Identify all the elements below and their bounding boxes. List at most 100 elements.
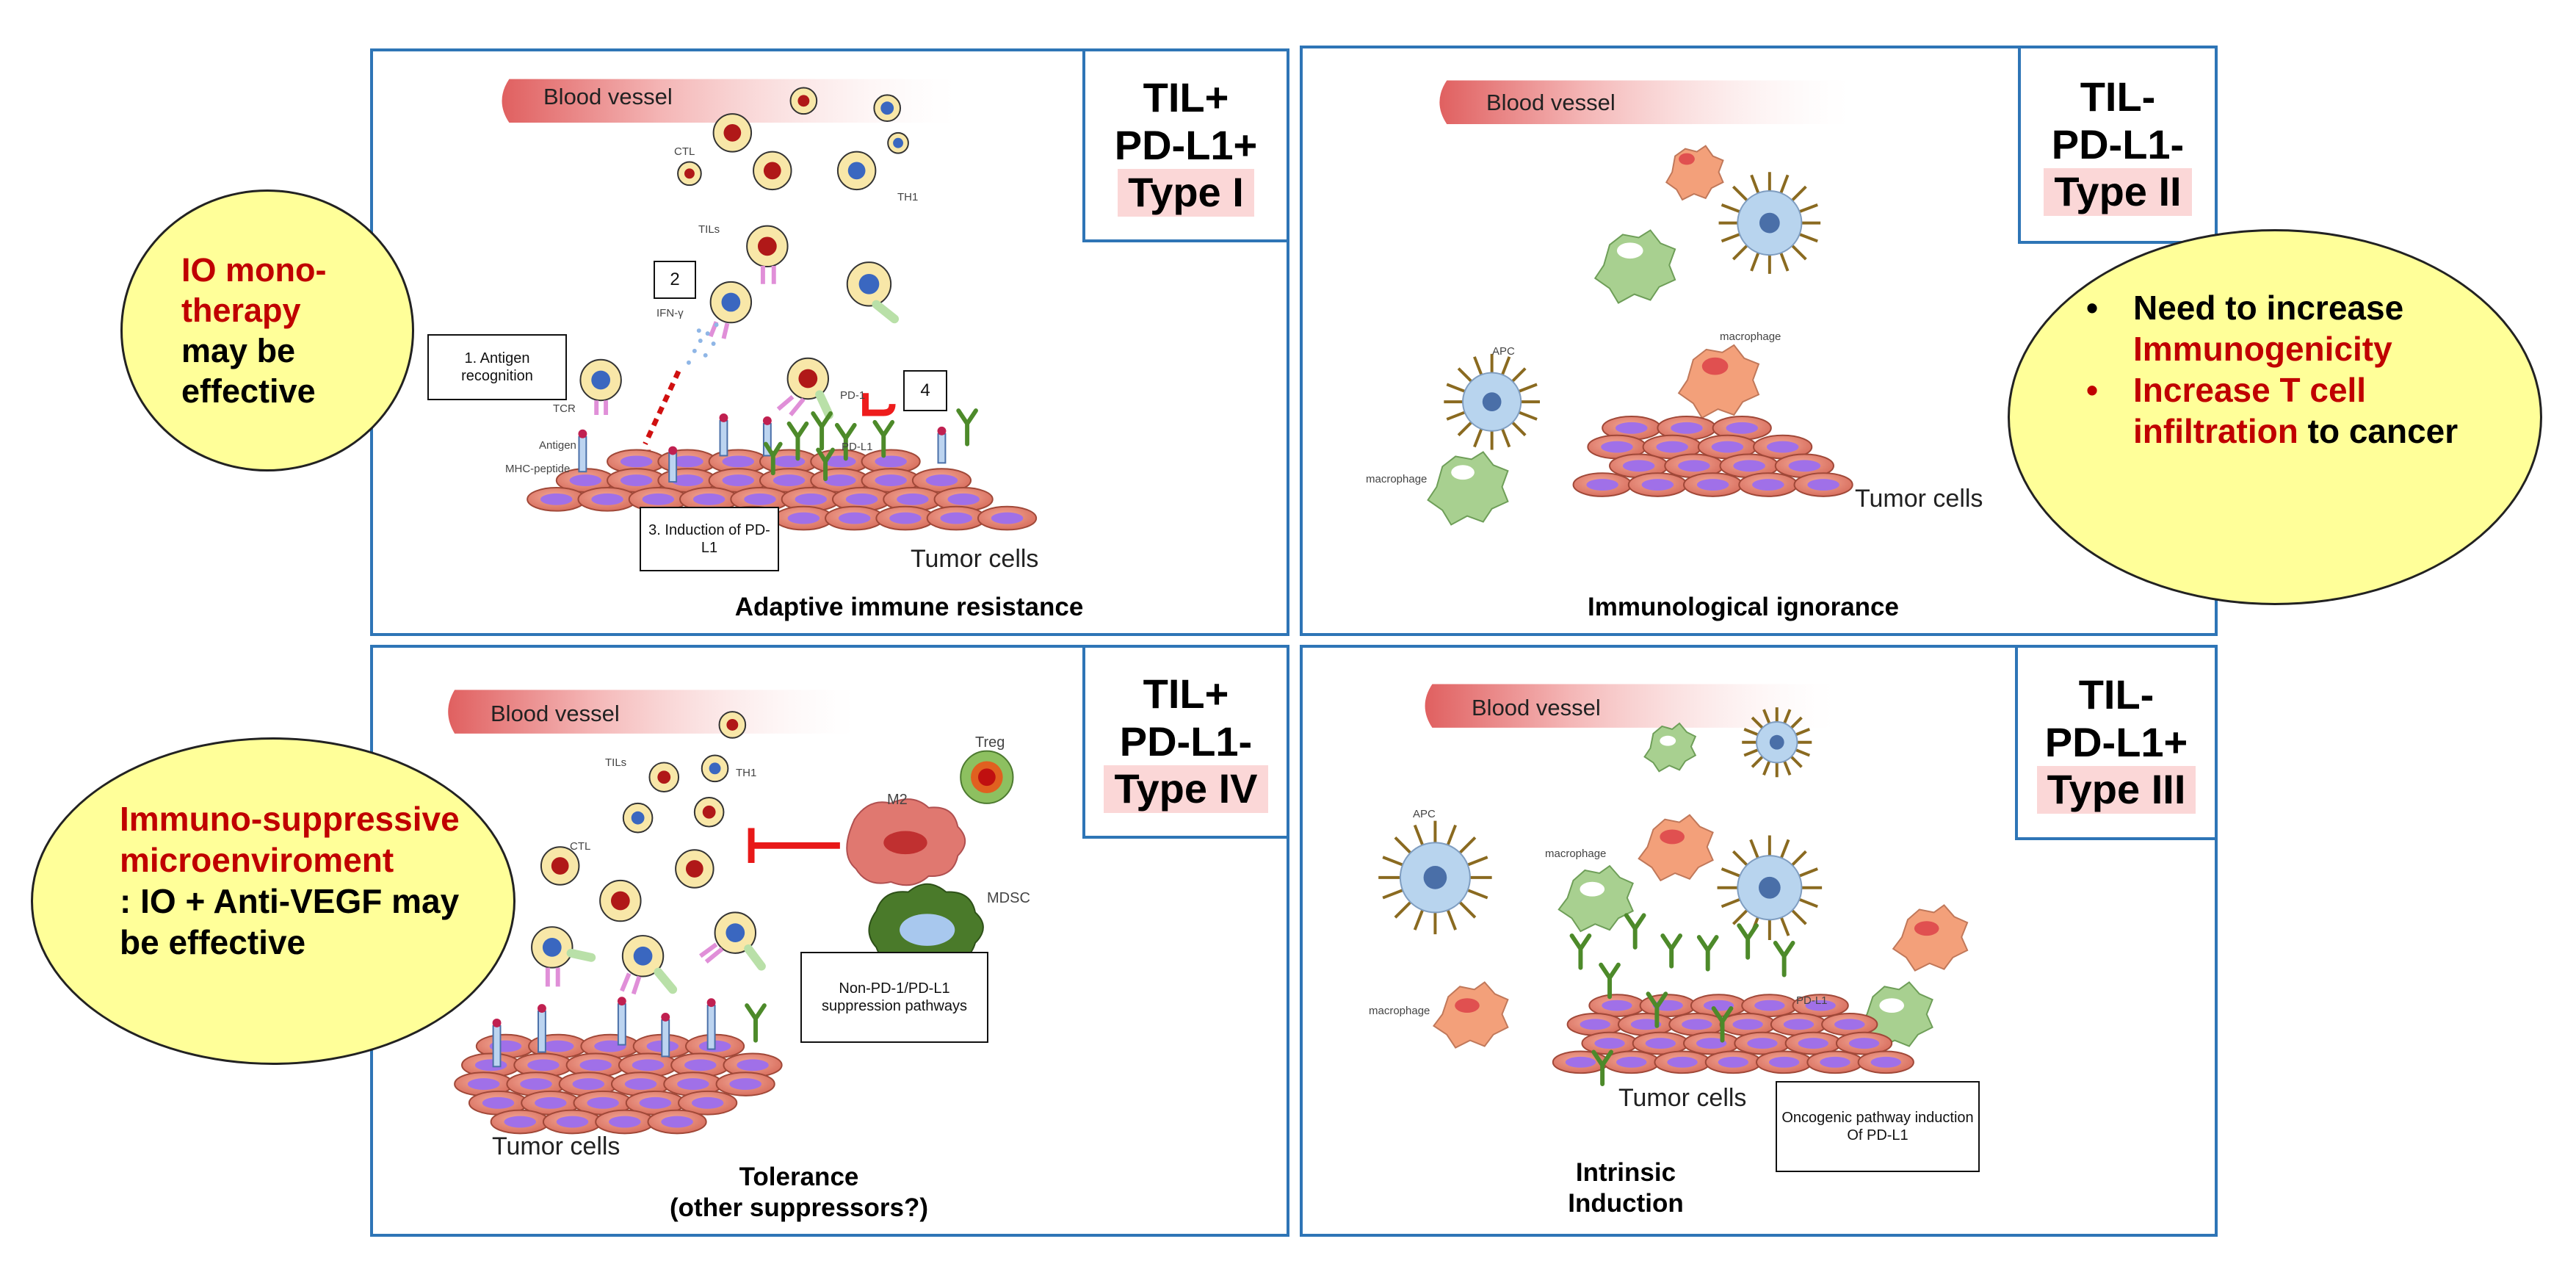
tumor-nucleus [1766, 441, 1799, 453]
tumor-nucleus [1696, 479, 1729, 491]
type-pdl1: PD-L1- [2051, 120, 2185, 167]
macrophage-label-1: macrophage [1545, 848, 1607, 860]
tumor-nucleus [692, 493, 726, 505]
tumor-nucleus [1752, 479, 1784, 491]
tumor-nucleus [737, 1059, 769, 1072]
tils-label: TILs [605, 756, 627, 769]
tumor-nucleus [1805, 1000, 1836, 1011]
tumor-nucleus [541, 1040, 574, 1052]
tumor-nucleus [684, 1059, 717, 1072]
tumor-cells-label: Tumor cells [1618, 1084, 1747, 1112]
callout-io-red-text: IO mono-therapy [181, 251, 327, 329]
tumor-nucleus [1711, 441, 1744, 453]
blood-vessel-label: Blood vessel [491, 701, 620, 726]
tumor-nucleus [587, 1096, 619, 1109]
type-til: TIL+ [1143, 670, 1229, 717]
tumor-nucleus [1594, 1038, 1625, 1049]
panel-type-2-illustration [1427, 80, 1853, 526]
tumor-nucleus [527, 1059, 560, 1072]
tumor-nucleus [1586, 479, 1618, 491]
tumor-nucleus [520, 1078, 552, 1090]
panel-type-3-illustration [1378, 684, 1969, 1087]
tumor-nucleus [1671, 422, 1703, 434]
tumor-nucleus [1747, 1038, 1778, 1049]
ifn-label: IFN-γ [656, 307, 684, 319]
panel-type-1: Blood vessel CTL TILs TH1 IFN-γ TCR Anti… [370, 48, 1289, 636]
type-number: Type III [2036, 766, 2196, 814]
tumor-nucleus [1820, 1056, 1850, 1068]
tumor-nucleus [474, 1059, 507, 1072]
macrophage-label-2: macrophage [1366, 473, 1428, 485]
tumor-nucleus [1645, 1038, 1676, 1049]
tumor-nucleus [1718, 1056, 1749, 1068]
tumor-nucleus [569, 474, 602, 487]
tumor-nucleus [1732, 1019, 1763, 1030]
tumor-nucleus [773, 455, 806, 468]
tumor-nucleus [875, 474, 907, 487]
tumor-nucleus [845, 493, 878, 505]
tumor-nucleus [535, 1096, 567, 1109]
type-label-box: TIL+ PD-L1+ Type I [1082, 51, 1287, 242]
type-til: TIL- [2078, 671, 2154, 718]
tumor-nucleus [991, 512, 1024, 524]
type-pdl1: PD-L1+ [2044, 718, 2188, 765]
blood-vessel-label: Blood vessel [543, 84, 673, 109]
callout-bullet-2-red: Increase T cell infiltration [2133, 371, 2367, 451]
tumor-nucleus [1602, 1000, 1632, 1011]
tumor-nucleus [1807, 479, 1839, 491]
callout-io-monotherapy: IO mono-therapy may be effective [120, 189, 414, 471]
type-label-box: TIL- PD-L1+ Type III [2015, 648, 2215, 840]
tumor-nucleus [897, 493, 929, 505]
note-induction-pdl1: 3. Induction of PD-L1 [640, 507, 779, 571]
tumor-nucleus [556, 1116, 589, 1128]
macrophage-label-2: macrophage [1369, 1005, 1430, 1017]
callout-increase-immunogenicity: Need to increase Immunogenicity Increase… [2008, 229, 2542, 605]
tumor-nucleus [1622, 460, 1655, 472]
tumor-nucleus [925, 474, 958, 487]
tumor-nucleus [773, 474, 806, 487]
tumor-nucleus [642, 493, 675, 505]
tumor-nucleus [722, 474, 755, 487]
type-number: Type IV [1104, 765, 1268, 814]
t-cell-group [579, 87, 909, 419]
th1-label: TH1 [736, 767, 757, 779]
tumor-cells-label: Tumor cells [492, 1132, 621, 1160]
tumor-nucleus [1834, 1019, 1865, 1030]
tumor-nucleus [1848, 1038, 1880, 1049]
tumor-nucleus [1870, 1056, 1901, 1068]
caption-line-1: Intrinsic [1575, 1158, 1676, 1187]
callout-immuno-red-text: Immuno-suppressive microenviroment [120, 800, 460, 880]
tumor-nucleus [795, 493, 828, 505]
tumor-nucleus [504, 1116, 537, 1128]
tumor-nucleus [1667, 1056, 1698, 1068]
tumor-nucleus [632, 1059, 665, 1072]
tumor-nucleus [1696, 1038, 1727, 1049]
tumor-nucleus [1682, 1019, 1712, 1030]
mdsc-label: MDSC [987, 890, 1030, 906]
blood-vessel-label: Blood vessel [1472, 695, 1601, 720]
tumor-nucleus [1798, 1038, 1828, 1049]
apc-label: APC [1413, 808, 1436, 820]
tumor-nucleus [1616, 1056, 1647, 1068]
type-number: Type II [2044, 168, 2192, 217]
type-pdl1: PD-L1+ [1114, 121, 1258, 168]
callout-io-black-text: may be effective [181, 331, 316, 410]
tumor-nucleus [624, 1078, 657, 1090]
tumor-nucleus [722, 455, 755, 468]
type-til: TIL- [2080, 73, 2156, 120]
th1-label: TH1 [897, 191, 919, 203]
tumor-nucleus [1656, 441, 1688, 453]
tumor-nucleus [1788, 460, 1821, 472]
tumor-nucleus [579, 1059, 612, 1072]
note-oncogenic-pathway: Oncogenic pathway induction Of PD-L1 [1776, 1081, 1980, 1172]
tumor-nucleus [540, 493, 573, 505]
tumor-nucleus [824, 474, 856, 487]
caption-line-1: Tolerance [739, 1163, 859, 1191]
tumor-cell-mass [527, 449, 1038, 531]
tumor-nucleus [671, 455, 703, 468]
type-label-box: TIL- PD-L1- Type II [2018, 48, 2215, 244]
tumor-nucleus [1615, 422, 1648, 434]
blood-vessel-label: Blood vessel [1486, 90, 1616, 115]
pdl1-label: PD-L1 [1796, 994, 1828, 1007]
tumor-nucleus [572, 1078, 605, 1090]
